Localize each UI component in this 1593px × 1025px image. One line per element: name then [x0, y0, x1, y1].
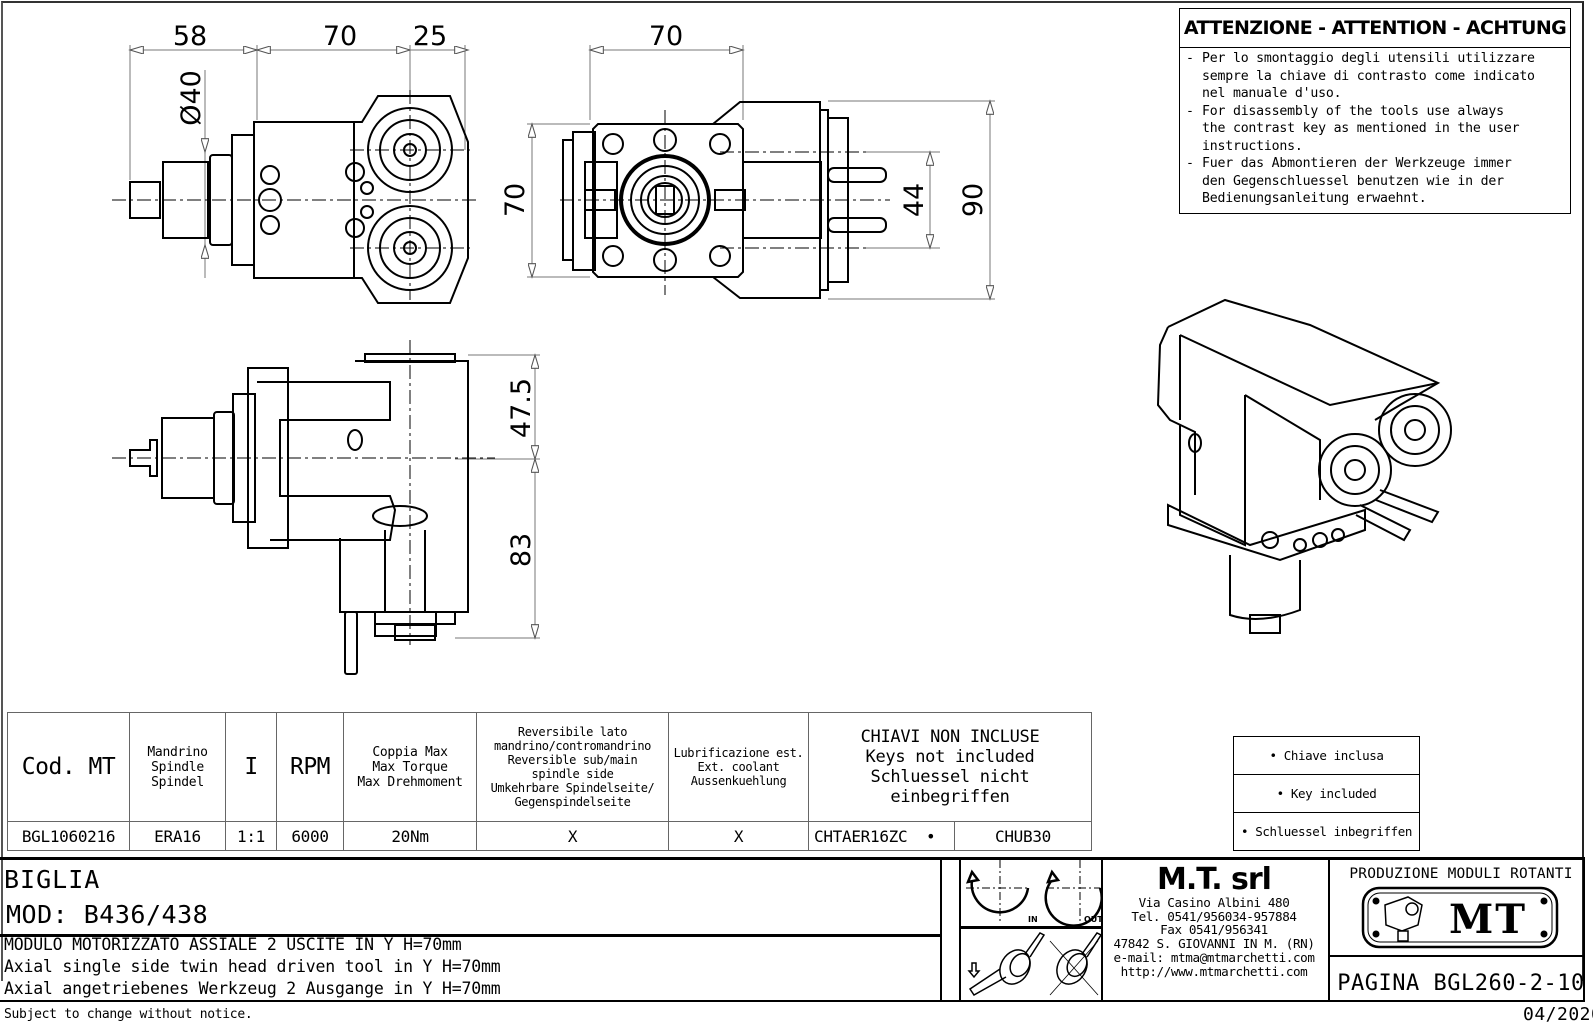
- lower-view: 47.5 83: [112, 340, 540, 675]
- description-en: Axial single side twin head driven tool …: [4, 957, 501, 976]
- cell-ratio: 1:1: [225, 821, 277, 851]
- rotation-out-icon: [1044, 869, 1102, 926]
- title-block-divider-2: [959, 857, 961, 1001]
- dim-70-front: 70: [323, 21, 357, 52]
- dim-83: 83: [506, 533, 537, 567]
- key-legend-en: • Key included: [1234, 774, 1419, 812]
- cell-reversible: X: [476, 821, 669, 851]
- table-row: BGL1060216 ERA16 1:1 6000 20Nm X X CHTAE…: [7, 821, 1092, 851]
- warning-title: ATTENZIONE - ATTENTION - ACHTUNG: [1180, 9, 1570, 48]
- dim-47-5: 47.5: [506, 378, 537, 438]
- company-name: M.T. srl: [1157, 862, 1272, 897]
- title-block-right-edge: [1583, 857, 1585, 1001]
- dim-70-side-top: 70: [649, 21, 683, 52]
- header-ratio: I: [225, 712, 277, 822]
- change-notice: Subject to change without notice.: [4, 1007, 253, 1022]
- rotation-in-icon: [965, 869, 1030, 914]
- title-block-divider-4: [1328, 857, 1330, 1001]
- drawing-frame: [1, 1, 1584, 981]
- wrench-correct-icon: [967, 932, 1046, 996]
- front-view: 58 70 25 Ø40: [112, 21, 480, 304]
- dim-58: 58: [173, 21, 207, 52]
- dim-44: 44: [899, 183, 930, 217]
- dim-diameter-40: Ø40: [176, 70, 207, 126]
- included-marker: •: [926, 826, 936, 846]
- rotation-icons: IN OUT: [965, 860, 1102, 926]
- cell-code: BGL1060216: [7, 821, 130, 851]
- warning-item-de: - Fuer das Abmontieren der Werkzeuge imm…: [1186, 156, 1512, 206]
- company-info: M.T. srl Via Casino Albini 480 Tel. 0541…: [1108, 864, 1320, 978]
- company-fax: Fax 0541/956341: [1160, 922, 1268, 938]
- title-block-divider-3: [1101, 857, 1103, 1001]
- dim-90: 90: [958, 183, 989, 217]
- mt-logo: MT: [1361, 886, 1559, 949]
- warning-item-it: - Per lo smontaggio degli utensili utili…: [1186, 51, 1535, 101]
- page-number: PAGINA BGL260-2-10: [1337, 971, 1585, 996]
- rotation-in-label: IN: [1028, 915, 1038, 924]
- title-block-bottom-rule: [0, 1000, 1585, 1002]
- wrench-incorrect-icon: [1049, 932, 1102, 996]
- wrench-icons: [967, 932, 1102, 996]
- title-block-icon-rule: [959, 926, 1102, 929]
- warning-item-en: - For disassembly of the tools use alway…: [1186, 103, 1520, 154]
- description-de: Axial angetriebenes Werkzeug 2 Ausgange …: [4, 979, 501, 998]
- cell-torque: 20Nm: [343, 821, 477, 851]
- logo-module-icon: [1384, 896, 1423, 942]
- cell-spindle: ERA16: [129, 821, 226, 851]
- cell-rpm: 6000: [276, 821, 344, 851]
- company-email[interactable]: e-mail: mtma@mtmarchetti.com: [1113, 949, 1315, 965]
- production-label: PRODUZIONE MODULI ROTANTI: [1349, 866, 1573, 882]
- company-website[interactable]: http://www.mtmarchetti.com: [1120, 963, 1308, 979]
- model-number: MOD: B436/438: [6, 900, 209, 929]
- logo-text: MT: [1449, 896, 1527, 943]
- company-phone: Tel. 0541/956034-957884: [1131, 908, 1297, 924]
- key-legend: • Chiave inclusa • Key included • Schlue…: [1233, 736, 1420, 851]
- dim-70-side-left: 70: [500, 183, 531, 217]
- header-rpm: RPM: [276, 712, 344, 822]
- key-legend-it: • Chiave inclusa: [1269, 748, 1384, 763]
- header-code: Cod. MT: [7, 712, 130, 822]
- dim-25: 25: [413, 21, 447, 52]
- title-block-mid-rule: [0, 934, 940, 937]
- warning-box: ATTENZIONE - ATTENTION - ACHTUNG - Per l…: [1179, 8, 1571, 214]
- revision-date: 04/2020: [1523, 1004, 1593, 1025]
- client-name: BIGLIA: [4, 865, 101, 894]
- description-it: MODULO MOTORIZZATO ASSIALE 2 USCITE IN Y…: [4, 935, 462, 954]
- isometric-view: [1156, 298, 1452, 634]
- title-block-top-rule: [0, 857, 1585, 860]
- cell-coolant: X: [668, 821, 809, 851]
- rotation-out-label: OUT: [1084, 915, 1102, 924]
- key-legend-de: • Schluessel inbegriffen: [1234, 812, 1419, 850]
- company-city: 47842 S. GIOVANNI IN M. (RN): [1113, 936, 1315, 952]
- company-address-street: Via Casino Albini 480: [1138, 895, 1290, 910]
- side-view: 70 70 44 90: [500, 21, 995, 299]
- cell-key-1: CHTAER16ZC •: [808, 821, 955, 851]
- title-block-page-rule: [1328, 955, 1585, 957]
- title-block-divider-1: [940, 857, 942, 1001]
- cell-key-2: CHUB30: [954, 821, 1092, 851]
